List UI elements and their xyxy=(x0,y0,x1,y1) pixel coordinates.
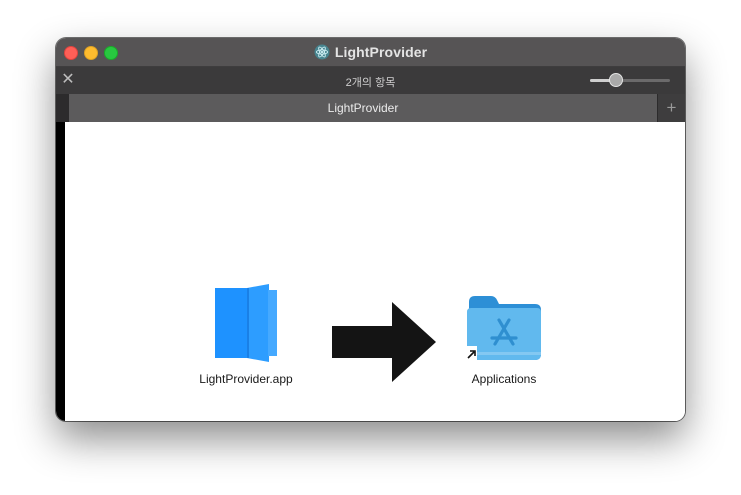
close-window-button[interactable] xyxy=(64,46,78,60)
applications-label: Applications xyxy=(471,372,537,386)
new-tab-button[interactable]: + xyxy=(658,94,685,122)
window-content: LightProvider.app Applications xyxy=(56,122,685,421)
applications-folder-alias-icon[interactable] xyxy=(465,294,543,362)
electron-atom-icon xyxy=(314,44,330,60)
finder-window: LightProvider ✕ 2개의 항목 LightProvider + L… xyxy=(56,38,685,421)
left-edge-strip xyxy=(56,122,65,421)
slider-track xyxy=(590,79,670,82)
toolbar: ✕ 2개의 항목 xyxy=(56,67,685,94)
title-bar[interactable]: LightProvider xyxy=(56,38,685,67)
tab-bar: LightProvider + xyxy=(56,94,685,122)
item-count-label: 2개의 항목 xyxy=(345,77,396,89)
zoom-window-button[interactable] xyxy=(104,46,118,60)
tab-label: LightProvider xyxy=(327,101,399,115)
drag-arrow-icon xyxy=(332,302,436,382)
app-item[interactable]: LightProvider.app xyxy=(186,284,306,386)
slider-thumb[interactable] xyxy=(609,73,624,87)
app-label: LightProvider.app xyxy=(199,372,293,386)
icon-size-slider[interactable] xyxy=(590,73,670,87)
tab-lightprovider[interactable]: LightProvider xyxy=(69,94,657,122)
close-icon[interactable]: ✕ xyxy=(61,71,75,88)
applications-item[interactable]: Applications xyxy=(444,294,564,386)
window-title: LightProvider xyxy=(334,44,428,60)
slider-fill xyxy=(590,79,617,82)
app-book-icon[interactable] xyxy=(213,284,279,362)
minimize-window-button[interactable] xyxy=(84,46,98,60)
window-title-group: LightProvider xyxy=(56,38,685,66)
